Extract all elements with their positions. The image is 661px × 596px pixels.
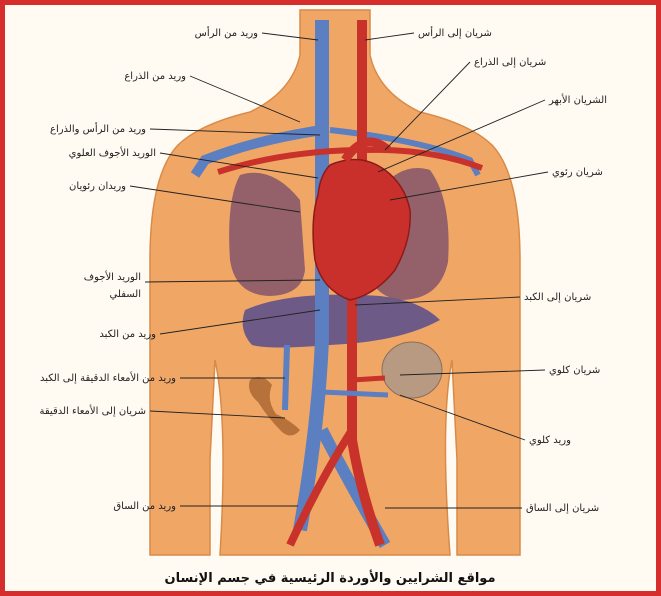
label-liver-artery: شريان إلى الكبد xyxy=(524,292,591,303)
renal-artery xyxy=(352,378,385,380)
label-intestine-liver-vein: وريد من الأمعاء الدقيقة إلى الكبد xyxy=(40,371,176,384)
label-arm-vein: وريد من الذراع xyxy=(124,71,186,82)
label-head-arm-vein: وريد من الرأس والذراع xyxy=(50,122,146,135)
label-renal-vein: وريد كلوي xyxy=(529,435,571,446)
intestine-vein xyxy=(285,345,287,410)
label-inferior-vena-cava-2: السفلي xyxy=(110,289,141,300)
label-leg-artery: شريان إلى الساق xyxy=(526,503,599,514)
figure-caption: مواقع الشرايين والأوردة الرئيسية في جسم … xyxy=(164,569,495,586)
label-liver-vein: وريد من الكبد xyxy=(99,329,156,340)
label-pulmonary-artery: شريان رئوي xyxy=(552,167,603,178)
label-renal-artery: شريان كلوي xyxy=(549,365,600,376)
label-pulmonary-veins: وريدان رئويان xyxy=(69,181,126,192)
label-intestine-artery: شريان إلى الأمعاء الدقيقة xyxy=(40,404,146,417)
label-aorta: الشريان الأبهر xyxy=(548,93,607,106)
label-arm-artery: شريان إلى الذراع xyxy=(474,57,546,68)
label-leg-vein: وريد من الساق xyxy=(113,501,176,512)
label-superior-vena-cava: الوريد الأجوف العلوي xyxy=(69,146,156,159)
label-head-vein: وريد من الرأس xyxy=(195,26,259,39)
renal-vein xyxy=(322,392,388,395)
kidney xyxy=(382,342,442,398)
label-inferior-vena-cava-1: الوريد الأجوف xyxy=(84,270,141,283)
label-head-artery: شريان إلى الرأس xyxy=(418,26,492,39)
